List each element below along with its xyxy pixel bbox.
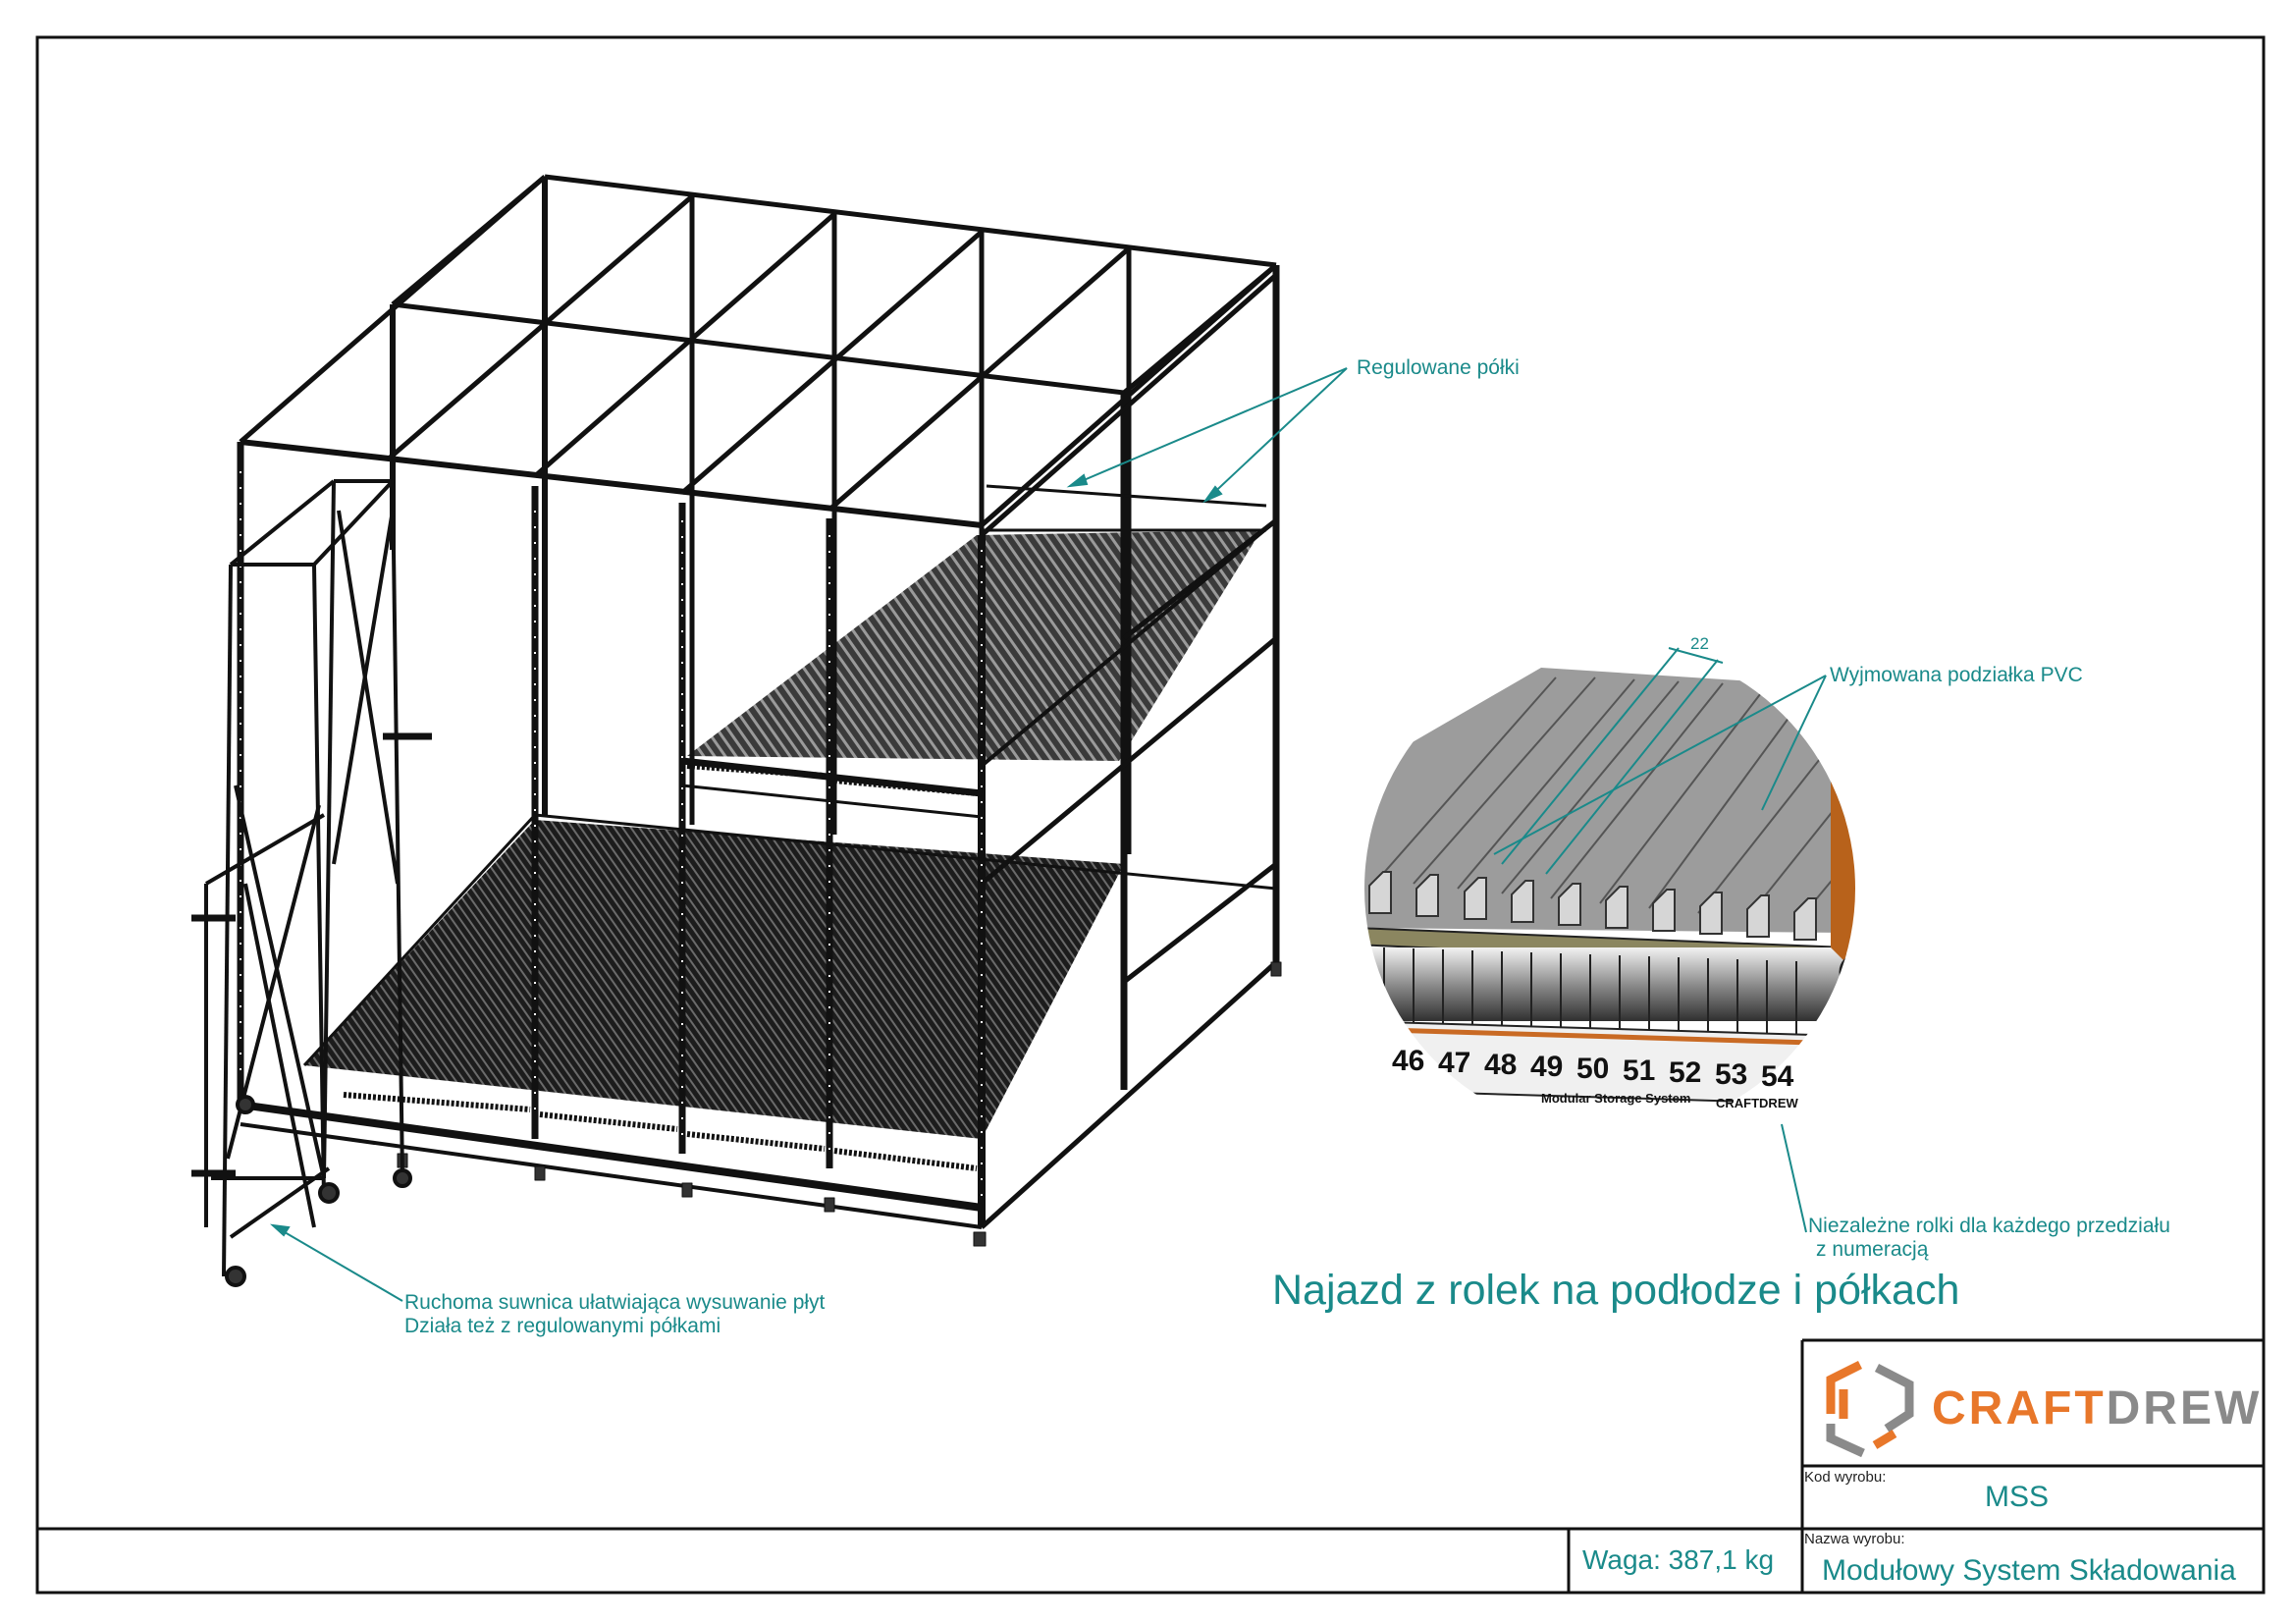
craftdrew-logo-icon (1826, 1360, 1914, 1458)
product-code-label: Kod wyrobu: (1804, 1469, 1887, 1486)
roller-number-48: 48 (1484, 1049, 1517, 1081)
roller-number-47: 47 (1438, 1047, 1470, 1079)
annotation-gantry-line2: Działa też z regulowanymi półkami (404, 1315, 721, 1337)
strip-text: Modular Storage System (1541, 1091, 1690, 1106)
strip-brand: CRAFTDREW (1716, 1096, 1798, 1110)
roller-number-53: 53 (1715, 1058, 1747, 1091)
annotation-pvc-divider: Wyjmowana podziałka PVC (1830, 664, 2083, 686)
title-block (37, 1338, 2264, 1593)
annotation-rollers-line1: Niezależne rolki dla każdego przedziału (1808, 1215, 2170, 1237)
logo-drew: DREW (2107, 1382, 2263, 1434)
product-name-label: Nazwa wyrobu: (1804, 1531, 1905, 1547)
roller-number-49: 49 (1530, 1051, 1563, 1083)
roller-number-52: 52 (1669, 1056, 1701, 1089)
roller-number-51: 51 (1623, 1055, 1655, 1087)
detail-circle: 46 47 48 49 50 51 52 53 54 Modular Stora… (1364, 643, 1855, 1134)
roller-number-54: 54 (1761, 1060, 1794, 1093)
sheet-border (35, 35, 2266, 1595)
gantry-drawing (191, 479, 432, 1287)
product-name-value: Modułowy System Składowania (1822, 1554, 2236, 1587)
roller-number-46: 46 (1392, 1045, 1424, 1077)
headline: Najazd z rolek na podłodze i półkach (1272, 1267, 1960, 1314)
annotation-gantry-line1: Ruchoma suwnica ułatwiająca wysuwanie pł… (404, 1291, 826, 1314)
weight-value: Waga: 387,1 kg (1582, 1544, 1775, 1575)
rack-isometric-drawing (237, 174, 1282, 1247)
product-code-value: MSS (1985, 1481, 2050, 1513)
annotation-adjustable-shelves: Regulowane półki (1357, 356, 1520, 379)
leader-lines (269, 367, 1827, 1302)
annotation-rollers-line2: z numeracją (1816, 1238, 1929, 1261)
logo-wordmark: CRAFTDREW (1932, 1382, 2262, 1434)
logo-craft: CRAFT (1932, 1382, 2107, 1434)
dimension-22: 22 (1690, 634, 1709, 653)
roller-number-50: 50 (1576, 1053, 1609, 1085)
